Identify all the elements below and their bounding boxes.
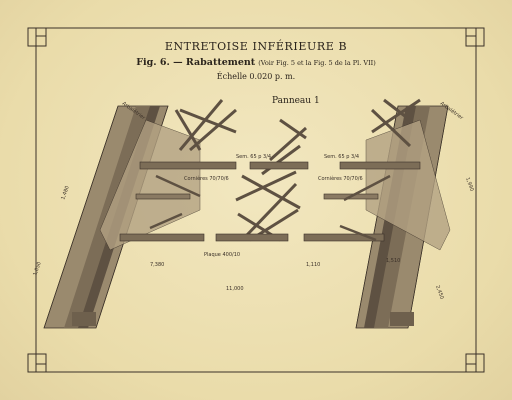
scale-label: Échelle 0.020 p. m. <box>216 72 296 81</box>
sem-left-label: Sem. 65 p 3/4 <box>236 154 271 160</box>
lattice-upper-left <box>174 99 237 152</box>
struts <box>149 174 391 242</box>
cornieres-label-a: Cornières 70/70/6 <box>184 175 229 182</box>
figure-reference: (Voir Fig. 5 et la Fig. 5 de la Pl. VII) <box>258 59 376 67</box>
left-chord <box>43 105 201 329</box>
dim-e: 1,990 <box>464 177 475 193</box>
panel-label: Panneau 1 <box>272 96 320 106</box>
figure-label: Fig. 6. — Rabattement <box>136 57 256 68</box>
dim-g: 1,510 <box>386 258 400 264</box>
dim-d: 1,110 <box>306 262 320 268</box>
plate-title: ENTRETOISE INFÉRIEURE B <box>164 40 348 53</box>
cornieres-label-b: Cornières 70/70/6 <box>318 175 363 182</box>
corner-ornament-br <box>465 353 485 373</box>
lattice-upper-right <box>370 98 421 148</box>
figure-caption: Fig. 6. — Rabattement (Voir Fig. 5 et la… <box>0 57 512 68</box>
dim-f: 2,450 <box>434 285 445 301</box>
sem-right-label: Sem. 65 p 3/4 <box>324 154 359 160</box>
right-chord <box>355 105 451 329</box>
corner-ornament-tl <box>27 27 47 47</box>
plaque-label: Plaque 400/10 <box>204 252 240 258</box>
corner-ornament-tr <box>465 27 485 47</box>
dim-h: 11,000 <box>226 286 244 292</box>
dim-b: 1,050 <box>32 261 43 277</box>
dim-c: 7,380 <box>150 262 164 268</box>
lattice-center <box>235 118 307 242</box>
dim-a: 1,480 <box>60 185 71 201</box>
border-frame <box>27 27 485 373</box>
corner-ornament-bl <box>27 353 47 373</box>
